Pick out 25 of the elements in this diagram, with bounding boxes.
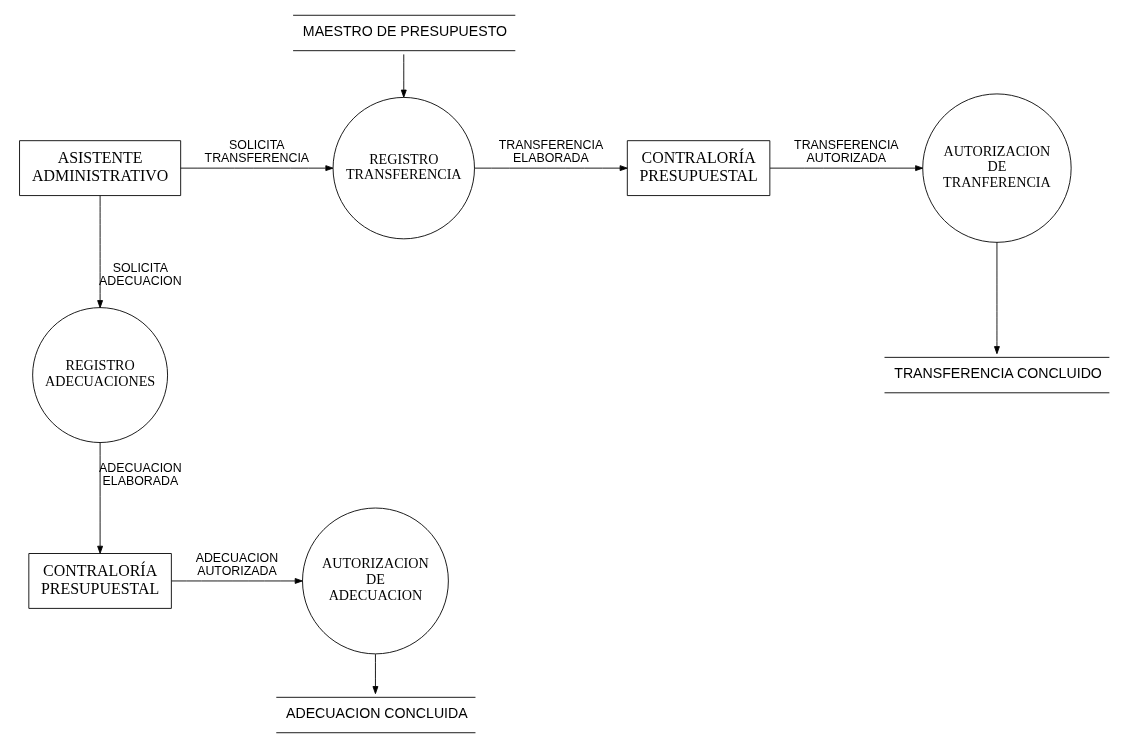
arrow	[97, 195, 104, 309]
arrow	[171, 578, 303, 584]
arrow	[372, 653, 379, 695]
arrow	[474, 165, 628, 172]
arrow	[994, 241, 1000, 355]
edge-label: TRANSFERENCIA AUTORIZADA	[794, 137, 899, 166]
node-box: CONTRALORÍA PRESUPUESTAL	[28, 553, 172, 609]
edge-label: ADECUACION AUTORIZADA	[195, 550, 279, 578]
node-text: TRANSFERENCIA CONCLUIDO	[894, 365, 1102, 382]
arrow	[769, 165, 924, 172]
node-box: CONTRALORÍA PRESUPUESTAL	[626, 140, 771, 196]
node-circle: REGISTRO TRANSFERENCIA	[332, 96, 475, 240]
node-circle: AUTORIZACION DE ADECUACION	[302, 507, 449, 655]
node-text: ADECUACION CONCLUIDA	[286, 705, 468, 722]
edge-label: ADECUACION ELABORADA	[99, 460, 182, 489]
node-circle: AUTORIZACION DE TRANFERENCIA	[922, 93, 1072, 243]
arrow	[180, 165, 334, 172]
edge-label: TRANSFERENCIA ELABORADA	[498, 137, 604, 166]
edge-label: SOLICITA ADECUACION	[99, 260, 182, 288]
node-text: MAESTRO DE PRESUPUESTO	[302, 23, 508, 40]
edge-label: SOLICITA TRANSFERENCIA	[204, 137, 310, 166]
node-box: ASISTENTE ADMINISTRATIVO	[19, 140, 182, 196]
node-circle: REGISTRO ADECUACIONES	[32, 307, 168, 443]
arrow	[97, 442, 104, 554]
arrow	[400, 53, 407, 98]
